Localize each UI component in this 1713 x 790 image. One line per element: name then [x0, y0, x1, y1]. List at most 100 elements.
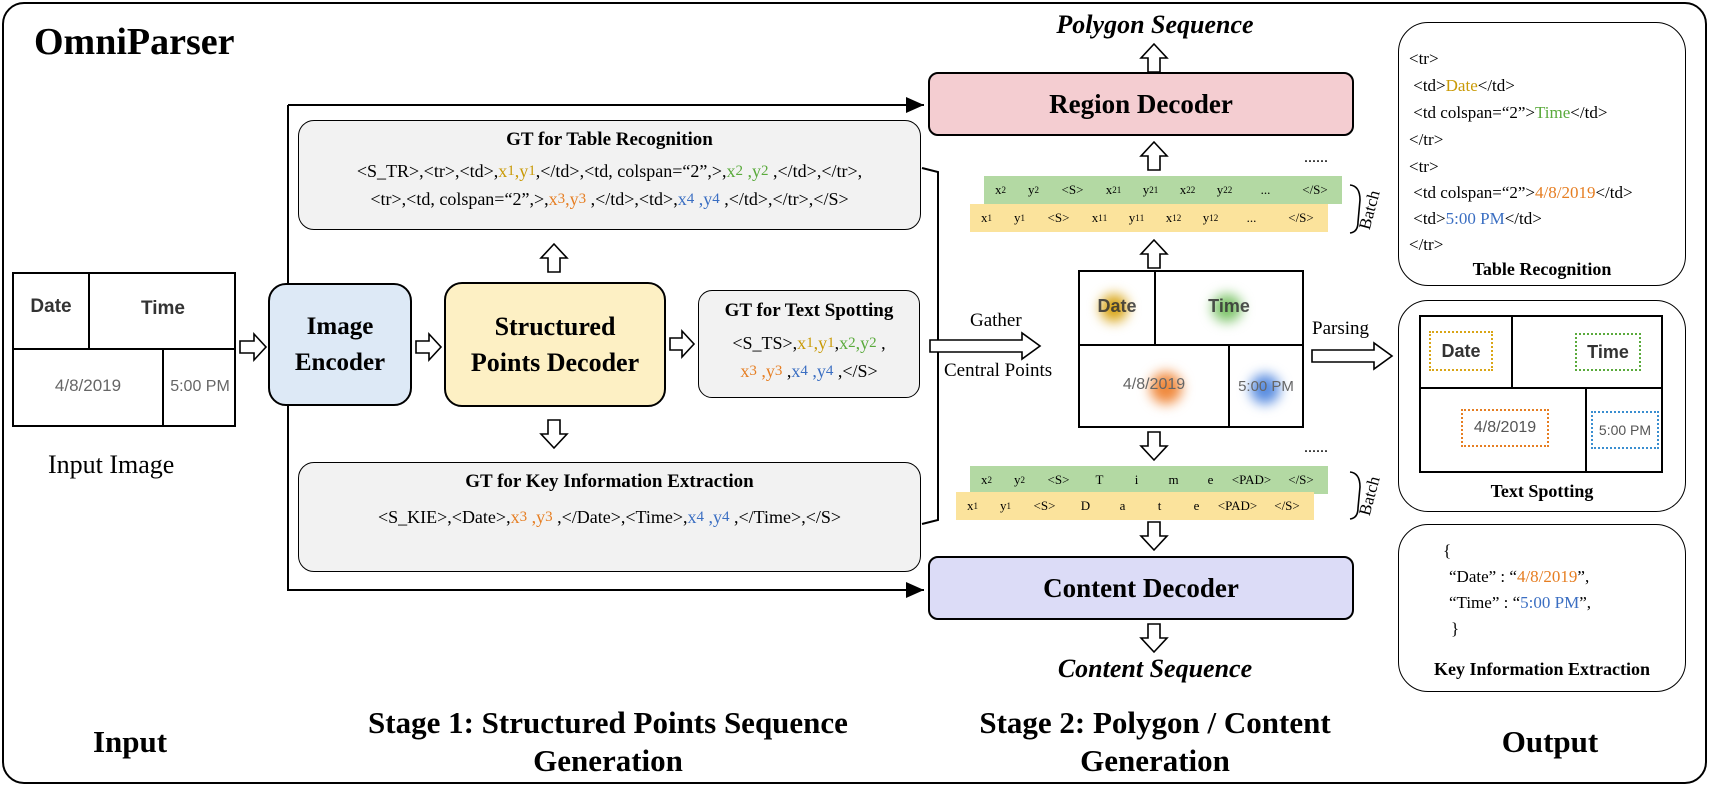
token: t	[1141, 492, 1178, 520]
ts-box-time: Time	[1575, 333, 1641, 371]
structured-points-decoder-box: Structured Points Decoder	[444, 282, 666, 407]
token: </S>	[1274, 204, 1328, 232]
central-points-label: Central Points	[944, 360, 1053, 381]
token: <PAD>	[1229, 466, 1274, 494]
out-tr-l3: <td colspan=“2”>Time</td>	[1409, 103, 1608, 122]
center-header-date: Date	[1097, 296, 1137, 316]
spd-line1: Structured	[494, 311, 616, 341]
hollow-arrow-down-center	[1139, 431, 1169, 462]
out-tr-l8: </tr>	[1409, 235, 1444, 254]
token: i	[1118, 466, 1155, 494]
gt-kie-title: GT for Key Information Extraction	[465, 471, 754, 492]
region-ellipsis: ......	[1304, 149, 1328, 166]
token: T	[1081, 466, 1118, 494]
bottom-output-label: Output	[1501, 724, 1599, 759]
batch-bracket-region	[1349, 184, 1361, 234]
hollow-arrow-down-content	[1139, 521, 1169, 552]
hollow-arrow-encoder	[415, 331, 443, 363]
out-ts-caption: Text Spotting	[1490, 481, 1594, 501]
gather-label: Gather	[970, 310, 1022, 331]
center-cell-time: 5:00 PM	[1238, 378, 1294, 395]
out-kie-caption: Key Information Extraction	[1434, 659, 1650, 679]
input-image-caption: Input Image	[48, 450, 175, 479]
out-tr-l2: <td>Date</td>	[1409, 76, 1515, 95]
hollow-arrow-down-sequence	[1139, 623, 1169, 654]
input-image-table: Date Time 4/8/2019 5:00 PM	[12, 272, 236, 427]
gt-tr-title: GT for Table Recognition	[506, 129, 713, 150]
token: e	[1192, 466, 1229, 494]
content-sequence-label: Content Sequence	[1057, 654, 1253, 683]
hollow-arrow-parsing	[1311, 341, 1394, 371]
token: </S>	[1288, 176, 1342, 204]
out-tr-l4: </tr>	[1409, 130, 1444, 149]
hollow-arrow-up-region	[1139, 140, 1169, 171]
hollow-arrow-input	[239, 331, 268, 363]
output-text-spotting-box: Date Time 4/8/2019 5:00 PM Text Spotting	[1398, 300, 1686, 512]
ts-box-cell-date: 4/8/2019	[1461, 409, 1549, 447]
gt-kie-box: GT for Key Information Extraction <S_KIE…	[298, 462, 921, 572]
bottom-input-label: Input	[92, 724, 168, 759]
input-cell-date: 4/8/2019	[54, 376, 122, 395]
ts-box-cell-time: 5:00 PM	[1591, 411, 1659, 449]
out-kie-close: }	[1451, 619, 1460, 638]
batch-bracket-content	[1349, 471, 1361, 520]
center-blob-cell-time	[1250, 374, 1280, 404]
center-blob-time	[1212, 294, 1242, 322]
token: ...	[1243, 176, 1288, 204]
out-kie-open: {	[1443, 541, 1452, 560]
input-header-date: Date	[30, 296, 72, 317]
content-ellipsis: ......	[1304, 439, 1328, 456]
output-table-recognition-box: <tr> <td>Date</td> <td colspan=“2”>Time<…	[1398, 22, 1686, 286]
image-encoder-line1: Image	[306, 312, 374, 340]
token: D	[1067, 492, 1104, 520]
input-cell-time: 5:00 PM	[170, 378, 230, 395]
image-encoder-line2: Encoder	[294, 348, 386, 376]
token: a	[1104, 492, 1141, 520]
token: <PAD>	[1215, 492, 1260, 520]
content-decoder-box: Content Decoder	[928, 556, 1354, 620]
hollow-arrow-down-kie	[539, 419, 569, 450]
center-blob-cell-date	[1150, 372, 1182, 404]
token: m	[1155, 466, 1192, 494]
image-encoder-box: Image Encoder	[268, 283, 412, 406]
hollow-arrow-gather	[929, 331, 1042, 361]
feed-line-top	[287, 104, 923, 285]
output-kie-box: { “Date” : “4/8/2019”, “Time” : “5:00 PM…	[1398, 524, 1686, 692]
out-kie-date: “Date” : “4/8/2019”,	[1449, 567, 1590, 586]
token: </S>	[1260, 492, 1314, 520]
polygon-sequence-label: Polygon Sequence	[1056, 10, 1254, 39]
gt-table-recognition-box: GT for Table Recognition <S_TR>,<tr>,<td…	[298, 120, 921, 230]
ts-box-date: Date	[1429, 331, 1493, 371]
out-tr-l6: <td colspan=“2”>4/8/2019</td>	[1409, 183, 1633, 202]
out-tr-l5: <tr>	[1409, 157, 1439, 176]
center-blob-date	[1100, 294, 1128, 322]
center-header-time: Time	[1208, 296, 1250, 316]
token: <S>	[1050, 176, 1095, 204]
out-tr-l7: <td>5:00 PM</td>	[1409, 209, 1542, 228]
center-points-table: Date Time 4/8/2019 5:00 PM	[1078, 270, 1304, 428]
out-kie-time: “Time” : “5:00 PM”,	[1449, 593, 1591, 612]
